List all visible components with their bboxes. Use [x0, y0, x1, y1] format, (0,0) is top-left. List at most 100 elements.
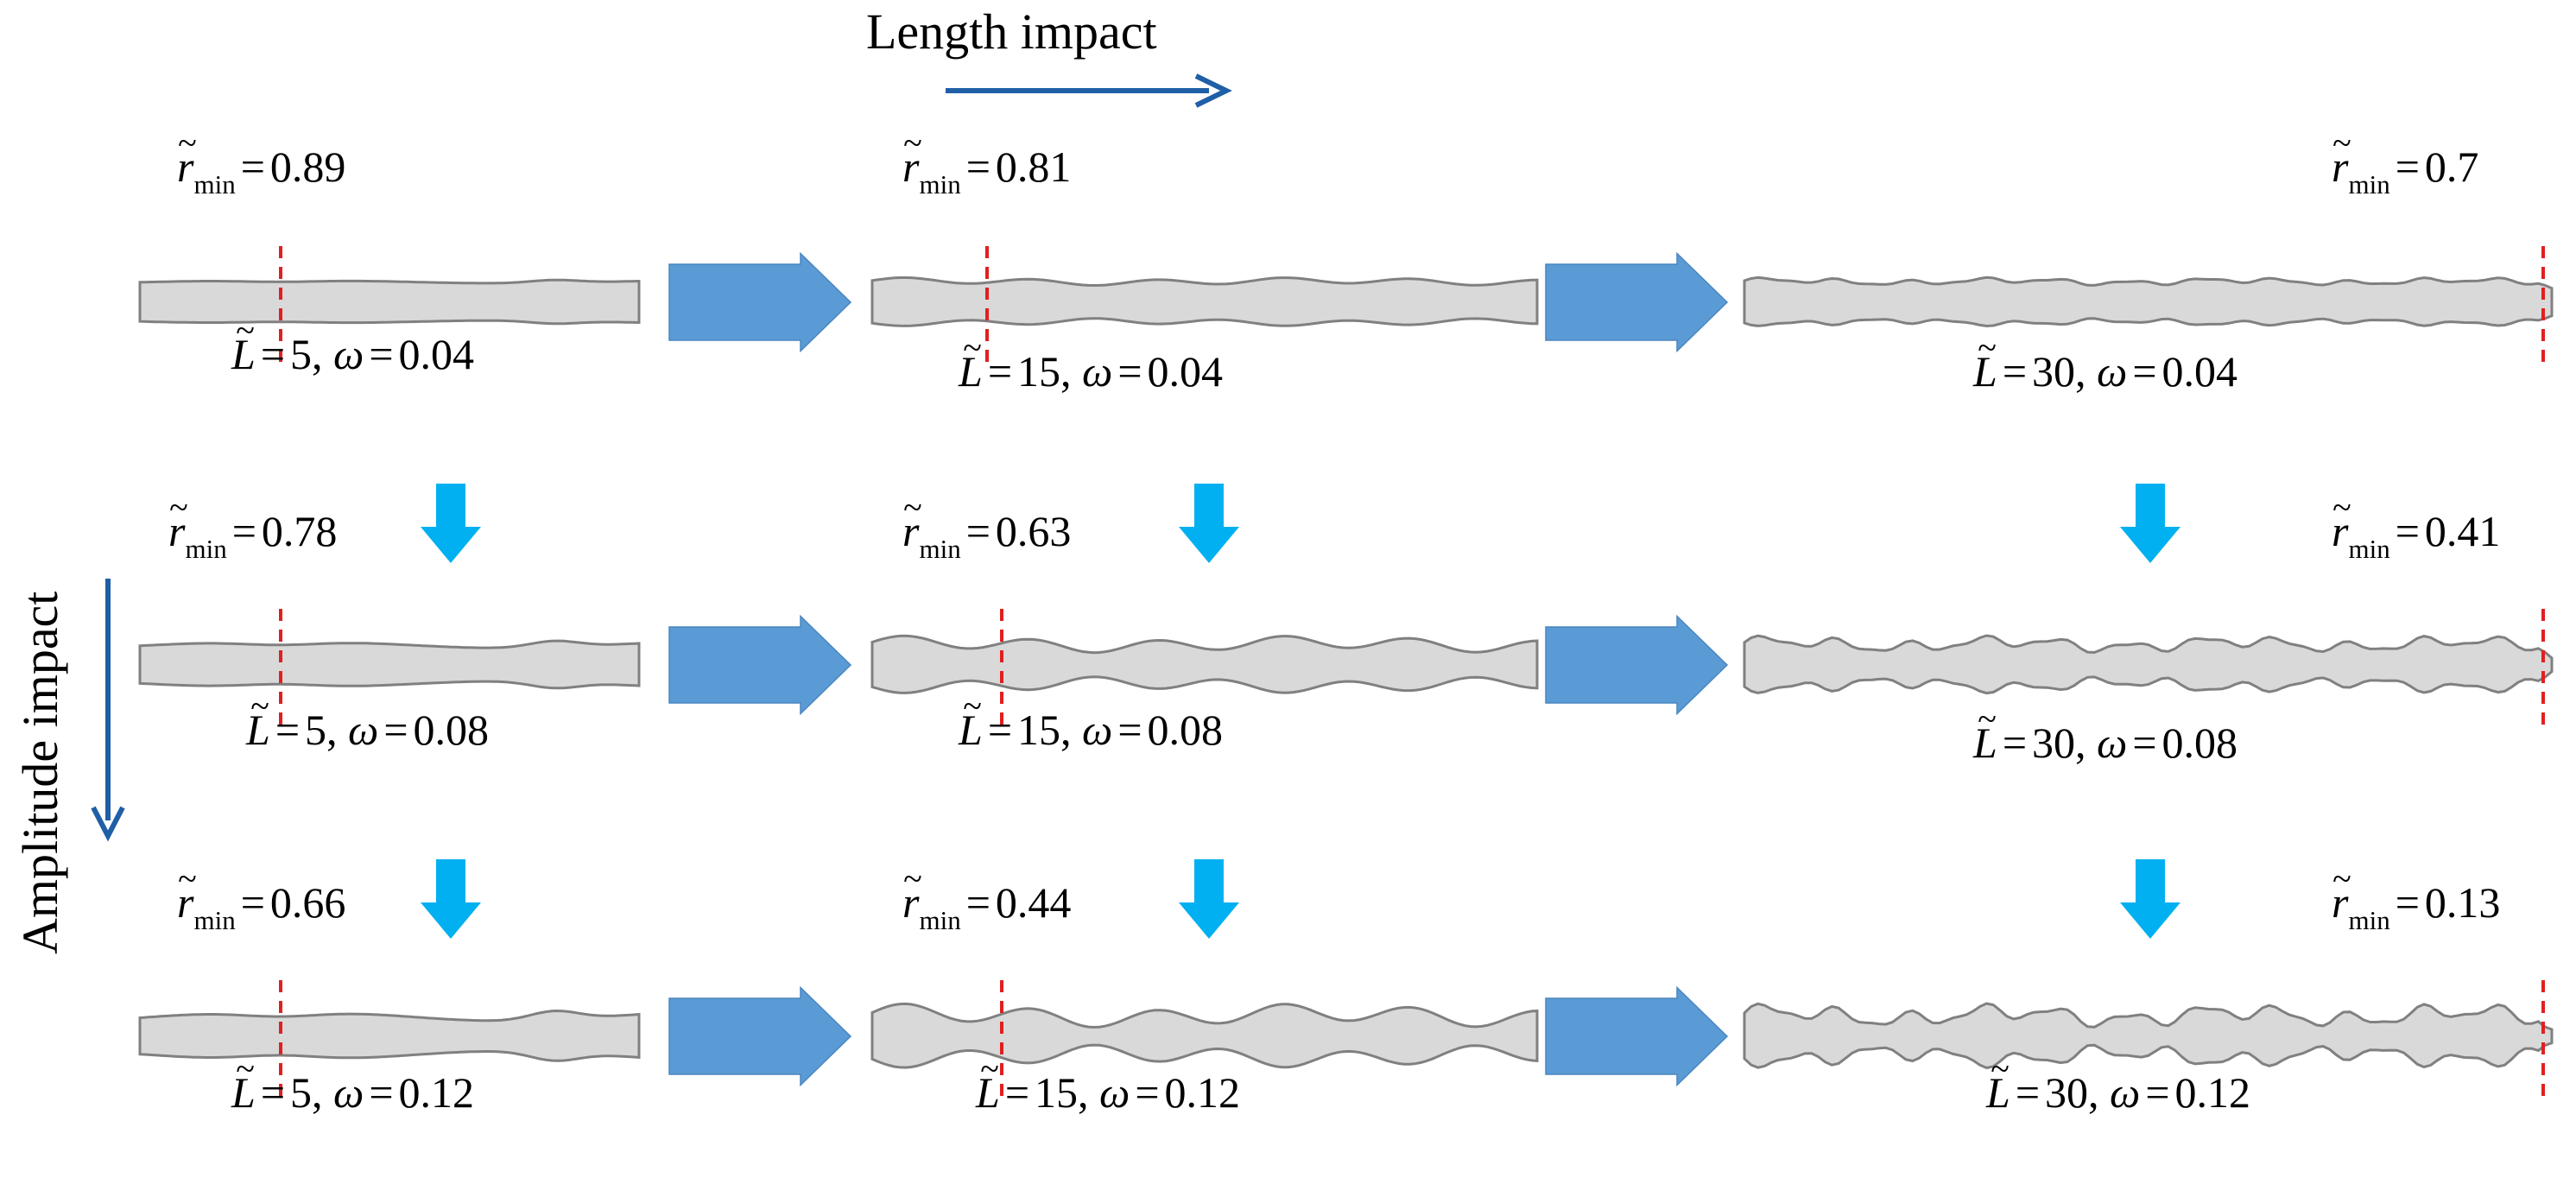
omega-value: 0.12: [2174, 1068, 2251, 1117]
length-step-arrow-r0-b: [1545, 251, 1729, 353]
equals-sign: =: [965, 507, 991, 555]
L-symbol: L~: [959, 328, 983, 396]
r-symbol: r~: [2332, 859, 2351, 927]
equals-sign: =: [2002, 719, 2028, 767]
r-symbol: r~: [177, 123, 197, 191]
length-value: 5,: [305, 706, 349, 754]
omega-value: 0.08: [1147, 706, 1224, 754]
omega-symbol: ω: [348, 706, 379, 754]
omega-symbol: ω: [1082, 706, 1113, 754]
equals-sign: =: [369, 330, 394, 378]
length-value: 5,: [290, 1068, 334, 1117]
L-symbol: L~: [1973, 328, 1997, 396]
tilde-mark: ~: [236, 311, 255, 350]
rmin-subscript: min: [193, 168, 236, 199]
rmin-label-r0-c1: r~min=0.81: [902, 123, 1072, 198]
rmin-label-r0-c2: r~min=0.7: [2332, 126, 2479, 198]
length-omega-label-r1-c0: L~=5, ω=0.08: [246, 689, 490, 754]
length-value: 15,: [1017, 706, 1083, 754]
equals-sign: =: [260, 330, 286, 378]
tilde-mark: ~: [250, 687, 269, 725]
equals-sign: =: [2132, 347, 2157, 396]
length-step-arrow-r2-a: [668, 985, 852, 1087]
tilde-mark: ~: [980, 1049, 999, 1088]
L-symbol: L~: [1986, 1049, 2010, 1117]
rmin-subscript: min: [919, 904, 961, 935]
amplitude-step-arrow-r0-c0: [421, 484, 481, 563]
amplitude-step-arrow-r0-c2: [2120, 484, 2180, 563]
length-impact-title: Length impact: [866, 3, 1157, 60]
equals-sign: =: [275, 706, 301, 754]
equals-sign: =: [240, 878, 265, 927]
amplitude-impact-arrowhead: [91, 806, 125, 842]
rmin-value: 0.81: [995, 142, 1072, 191]
tilde-mark: ~: [903, 859, 922, 898]
rod-shape-r1-c2: [1743, 634, 2554, 695]
tilde-mark: ~: [903, 488, 922, 527]
length-step-arrow-r1-a: [668, 614, 852, 716]
rmin-value: 0.13: [2424, 878, 2501, 927]
equals-sign: =: [2015, 1068, 2041, 1117]
rmin-label-r2-c1: r~min=0.44: [902, 859, 1071, 934]
r-symbol: r~: [902, 859, 922, 927]
equals-sign: =: [231, 507, 256, 555]
length-value: 15,: [1035, 1068, 1100, 1117]
equals-sign: =: [1135, 1068, 1160, 1117]
L-symbol: L~: [959, 687, 983, 754]
omega-symbol: ω: [2097, 347, 2128, 396]
equals-sign: =: [2145, 1068, 2170, 1117]
tilde-mark: ~: [2332, 123, 2351, 162]
rod-shape-r2-c2: [1743, 1002, 2554, 1070]
amplitude-step-arrow-r1-c1: [1179, 859, 1239, 939]
omega-value: 0.04: [2161, 347, 2238, 396]
tilde-mark: ~: [1991, 1049, 2010, 1088]
omega-symbol: ω: [2110, 1068, 2141, 1117]
length-value: 15,: [1017, 347, 1083, 396]
r-symbol: r~: [177, 859, 197, 927]
rmin-label-r2-c2: r~min=0.13: [2332, 859, 2501, 934]
r-symbol: r~: [2332, 488, 2351, 555]
length-value: 30,: [2032, 719, 2098, 767]
r-symbol: r~: [902, 488, 922, 555]
equals-sign: =: [2395, 142, 2420, 191]
omega-symbol: ω: [333, 1068, 364, 1117]
rmin-value: 0.7: [2424, 142, 2479, 191]
rmin-value: 0.63: [995, 507, 1072, 555]
equals-sign: =: [2395, 507, 2420, 555]
length-step-arrow-r0-a: [668, 251, 852, 353]
rmin-label-r1-c0: r~min=0.78: [168, 491, 337, 562]
rmin-subscript: min: [2348, 533, 2390, 564]
amplitude-step-arrow-r1-c2: [2120, 859, 2180, 939]
rmin-subscript: min: [2348, 904, 2390, 935]
tilde-mark: ~: [2332, 488, 2351, 527]
rod-shape-r1-c0: [138, 639, 641, 690]
rmin-value: 0.66: [269, 878, 346, 927]
r-symbol: r~: [902, 123, 922, 191]
omega-value: 0.04: [398, 330, 475, 378]
tilde-mark: ~: [236, 1049, 255, 1088]
equals-sign: =: [1117, 347, 1142, 396]
equals-sign: =: [2132, 719, 2157, 767]
tilde-mark: ~: [963, 687, 982, 725]
L-symbol: L~: [976, 1049, 1000, 1117]
rod-shape-r0-c1: [870, 276, 1539, 327]
equals-sign: =: [987, 347, 1013, 396]
length-omega-label-r1-c2: L~=30, ω=0.08: [1973, 702, 2237, 767]
length-omega-label-r2-c2: L~=30, ω=0.12: [1986, 1049, 2251, 1117]
rod-shape-r2-c1: [870, 1002, 1539, 1069]
tilde-mark: ~: [169, 488, 188, 527]
equals-sign: =: [260, 1068, 286, 1117]
omega-value: 0.08: [413, 706, 490, 754]
rod-shape-r2-c0: [138, 1009, 641, 1062]
rmin-subscript: min: [185, 533, 227, 564]
equals-sign: =: [965, 142, 991, 191]
omega-symbol: ω: [1099, 1068, 1130, 1117]
rmin-label-r1-c2: r~min=0.41: [2332, 488, 2500, 562]
equals-sign: =: [383, 706, 408, 754]
length-value: 5,: [290, 330, 334, 378]
length-omega-label-r2-c0: L~=5, ω=0.12: [231, 1052, 474, 1117]
rmin-subscript: min: [919, 533, 961, 564]
equals-sign: =: [2395, 878, 2420, 927]
amplitude-step-arrow-r0-c1: [1179, 484, 1239, 563]
